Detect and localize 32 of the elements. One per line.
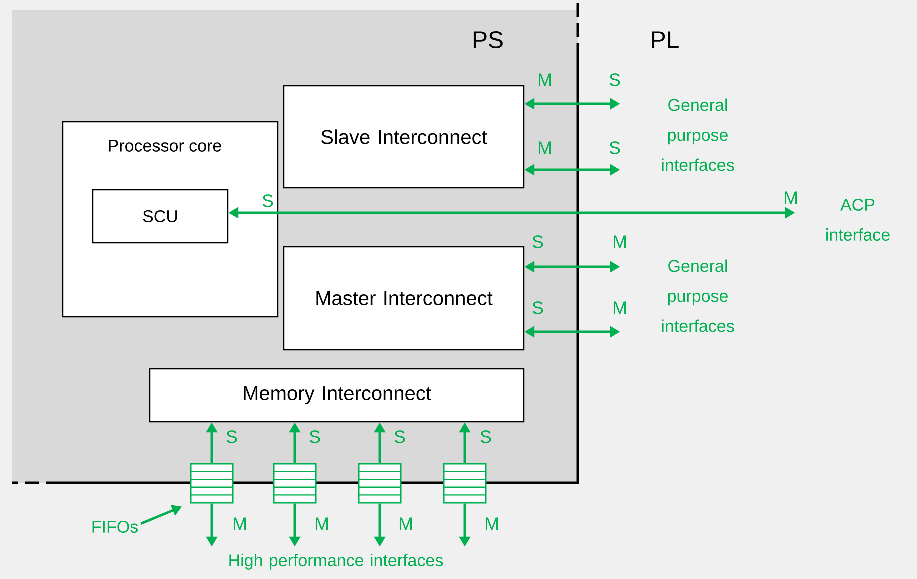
port-label: S [532, 302, 544, 314]
port-label: M [316, 518, 328, 530]
interface-label: High performance interfaces [230, 554, 444, 570]
fifo-icon [273, 463, 317, 504]
port-label: S [532, 236, 544, 248]
port-label: M [614, 302, 626, 314]
scu-box: SCU [92, 189, 229, 244]
port-label: S [610, 142, 620, 154]
port-label: M [538, 142, 552, 154]
region-label: PL [652, 32, 679, 48]
port-label: M [234, 518, 246, 530]
port-label: M [400, 518, 412, 530]
port-label: S [310, 430, 320, 444]
port-label: S [262, 194, 274, 208]
port-label: S [394, 430, 406, 444]
port-label: M [614, 236, 626, 248]
port-label: S [480, 430, 492, 444]
port-label: M [785, 192, 798, 204]
interface-label: General purpose interfaces [662, 260, 734, 332]
fifo-icon [358, 463, 402, 504]
interface-label: General purpose interfaces [662, 98, 734, 172]
fifo-label: FIFOs [92, 520, 138, 534]
interface-label: ACP interface [826, 198, 890, 242]
port-label: S [610, 74, 620, 86]
fifo-icon [190, 463, 234, 504]
master-interconnect-box: Master Interconnect [283, 246, 525, 351]
slave-interconnect-box: Slave Interconnect [283, 85, 525, 189]
fifo-icon [443, 463, 487, 504]
port-label: M [486, 518, 498, 530]
memory-interconnect-box: Memory Interconnect [149, 368, 525, 423]
port-label: S [226, 430, 238, 444]
port-label: M [538, 74, 552, 86]
